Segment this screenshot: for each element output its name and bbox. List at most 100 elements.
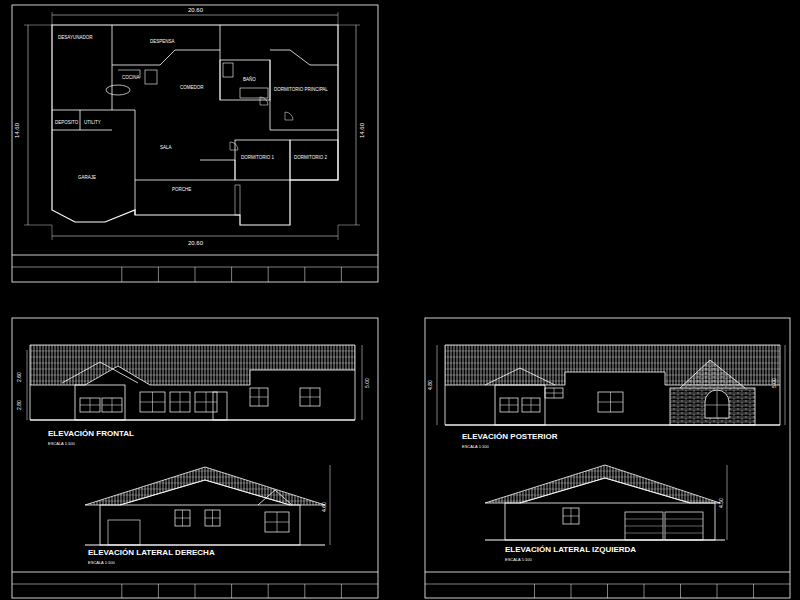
window-mullion xyxy=(598,402,623,403)
interior-wall xyxy=(270,50,338,65)
ground-line xyxy=(85,544,325,545)
interior-wall xyxy=(175,50,220,51)
window-symbol xyxy=(175,510,190,526)
dimension-line xyxy=(727,465,728,540)
title-block-line xyxy=(607,584,608,598)
window-mullion xyxy=(563,516,579,517)
title-block-line xyxy=(425,572,790,573)
window-symbol xyxy=(598,392,623,412)
view-title: ELEVACIÓN POSTERIOR xyxy=(462,433,557,441)
window-symbol xyxy=(140,392,165,412)
title-block-line xyxy=(571,584,572,598)
dimension-line xyxy=(356,25,357,225)
drawing-label: ESCALA 1:100 xyxy=(505,558,532,562)
title-block-line xyxy=(195,267,196,282)
window-mullion xyxy=(170,402,190,403)
door-panel xyxy=(625,526,663,527)
drawing-label: 5.00 xyxy=(772,378,777,388)
title-block-line xyxy=(12,255,378,256)
window-symbol xyxy=(300,388,320,406)
title-block-line xyxy=(717,584,718,598)
window-mullion xyxy=(300,397,320,398)
drawing-label: DORMITORIO 1 xyxy=(241,156,274,161)
kitchen-island xyxy=(106,85,130,95)
window-mullion xyxy=(175,518,190,519)
interior-wall xyxy=(270,60,338,130)
window-mullion xyxy=(545,393,563,394)
drawing-label: UTILITY xyxy=(84,121,101,126)
interior-wall xyxy=(160,50,175,65)
drawing-label: BAÑO xyxy=(243,78,256,83)
gable xyxy=(120,480,290,505)
window-symbol xyxy=(170,392,190,412)
window-symbol xyxy=(265,512,289,532)
dimension-line xyxy=(52,236,338,237)
window-mullion xyxy=(140,402,165,403)
bathtub-symbol xyxy=(240,88,268,98)
extension-line xyxy=(24,25,52,26)
wall-outline xyxy=(30,370,355,420)
title-block-line xyxy=(268,267,269,282)
title-block-line xyxy=(268,584,269,598)
window-symbol xyxy=(545,388,563,398)
window-symbol xyxy=(195,392,217,412)
gable xyxy=(258,490,292,505)
dimension-line xyxy=(785,345,786,425)
wall-outline xyxy=(445,385,780,425)
drawing-label: DORMITORIO PRINCIPAL xyxy=(274,88,328,93)
kitchen-counter xyxy=(145,70,157,84)
window-mullion xyxy=(500,405,518,406)
extension-line xyxy=(52,225,53,240)
window-symbol xyxy=(250,388,268,406)
bedroom-wall xyxy=(290,140,338,180)
toilet-symbol xyxy=(223,63,233,77)
drawing-label: ESCALA 1:100 xyxy=(462,445,489,449)
window-symbol xyxy=(500,398,518,412)
drawing-label: GARAJE xyxy=(78,176,96,181)
dimension-line xyxy=(362,345,363,420)
drawing-label: COMEDOR xyxy=(180,86,204,91)
wall-outline xyxy=(505,503,715,540)
interior-wall xyxy=(135,180,235,181)
title-block-line xyxy=(158,267,159,282)
wall-outline xyxy=(100,505,300,545)
dimension-line xyxy=(52,15,338,16)
window-symbol xyxy=(80,398,100,412)
sheet-frame xyxy=(425,318,790,598)
porch xyxy=(495,385,545,425)
drawing-label: 2.80 xyxy=(17,400,22,410)
door-swing xyxy=(230,142,238,150)
roof-hatch xyxy=(485,465,720,503)
drawing-label: ESCALA 1:100 xyxy=(88,561,115,565)
drawing-label: 4.80 xyxy=(428,380,433,390)
title-block-line xyxy=(644,584,645,598)
title-block-line xyxy=(195,584,196,598)
bathroom-wall xyxy=(220,60,270,100)
ground-line xyxy=(485,539,725,540)
drawing-label: SALA xyxy=(160,146,172,151)
drawing-label: 20.60 xyxy=(188,7,203,13)
vehicle-door xyxy=(108,520,140,545)
title-block-line xyxy=(304,267,305,282)
ground-line xyxy=(445,424,780,425)
door-panel xyxy=(665,533,703,534)
drawing-label: DORMITORIO 2 xyxy=(294,156,327,161)
sheet-frame xyxy=(12,318,378,598)
door-swing xyxy=(260,97,268,105)
drawing-label: PORCHE xyxy=(172,188,191,193)
dimension-line xyxy=(28,25,29,225)
window-symbol xyxy=(522,398,540,412)
door-panel xyxy=(665,519,703,520)
door-panel xyxy=(665,526,703,527)
gable xyxy=(485,368,555,385)
interior-wall xyxy=(52,110,135,215)
title-block-line xyxy=(231,584,232,598)
title-block-line xyxy=(534,584,535,598)
extension-line xyxy=(338,225,360,226)
title-block-line xyxy=(158,584,159,598)
view-title: ELEVACIÓN LATERAL DERECHA xyxy=(88,549,215,557)
drawing-label: 14.60 xyxy=(14,123,20,138)
title-block-line xyxy=(121,267,122,282)
